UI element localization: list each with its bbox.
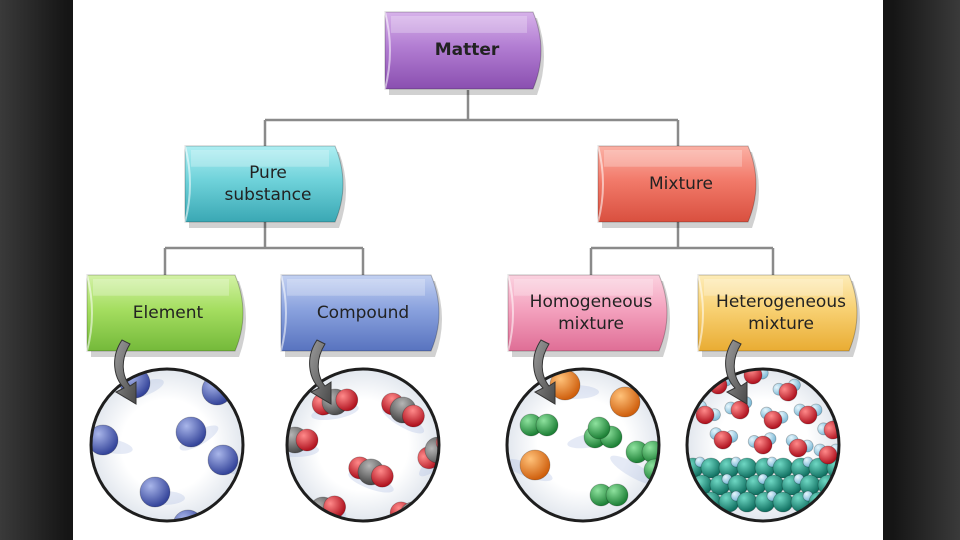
- pure-substance-box: [184, 145, 346, 228]
- homogeneous-box: [507, 274, 670, 357]
- node-homogeneous-line1: Homogeneous: [529, 292, 653, 312]
- compound-particles: [285, 367, 441, 523]
- node-pure-substance: Pure substance: [186, 147, 350, 221]
- homogeneous-arrow: [533, 339, 556, 405]
- node-heterogeneous-mixture: Heterogeneous mixture: [699, 276, 863, 350]
- compound-arrow: [309, 339, 332, 405]
- node-heterogeneous-line1: Heterogeneous: [716, 292, 846, 312]
- node-homogeneous-mixture: Homogeneous mixture: [509, 276, 673, 350]
- homogeneous-particles: [505, 367, 661, 523]
- node-homogeneous-line2: mixture: [558, 314, 624, 334]
- node-mixture: Mixture: [649, 174, 713, 194]
- heterogeneous-box: [697, 274, 860, 357]
- element-particles: [89, 367, 245, 523]
- diagram-canvas: [86, 11, 860, 523]
- compound-box: [280, 274, 442, 357]
- element-box: [86, 274, 246, 357]
- node-matter: Matter: [434, 40, 500, 60]
- mixture-box: [597, 145, 759, 228]
- node-element: Element: [132, 303, 204, 323]
- slide: Matter Pure substance Mixture Element Co…: [73, 0, 883, 540]
- heterogeneous-particles: [685, 367, 841, 523]
- matter-box: [384, 11, 544, 95]
- node-pure-substance-line2: substance: [224, 185, 312, 205]
- connector-lines: [163, 90, 775, 275]
- element-arrow: [114, 339, 137, 405]
- node-heterogeneous-line2: mixture: [748, 314, 814, 334]
- node-compound: Compound: [316, 303, 410, 323]
- node-pure-substance-line1: Pure: [249, 163, 287, 183]
- heterogeneous-arrow: [725, 339, 748, 405]
